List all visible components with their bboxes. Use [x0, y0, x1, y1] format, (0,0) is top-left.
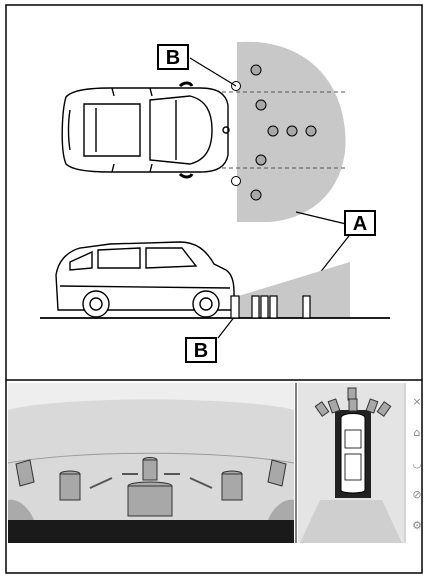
detection-area-side [232, 262, 350, 318]
label-b-top: B [157, 44, 189, 70]
camera-icon[interactable]: ◡ [406, 457, 428, 470]
leader-line-b-top [190, 58, 236, 86]
sensor-mark [232, 177, 241, 186]
top-down-mini-view [298, 383, 404, 543]
leader-line-a-top [296, 212, 346, 224]
vehicle-side-view [56, 242, 234, 317]
settings-icon[interactable]: ⚙ [406, 519, 428, 532]
camera-view-screen [8, 383, 294, 543]
sensor-off-icon[interactable]: ⊘ [406, 488, 428, 501]
close-icon[interactable]: × [406, 395, 428, 408]
beacon-icon[interactable]: ⌂ [406, 426, 428, 439]
label-a: A [344, 210, 376, 236]
vehicle-top-view [62, 83, 229, 177]
label-b-bottom: B [185, 337, 217, 363]
leader-line-b-side [218, 316, 235, 338]
